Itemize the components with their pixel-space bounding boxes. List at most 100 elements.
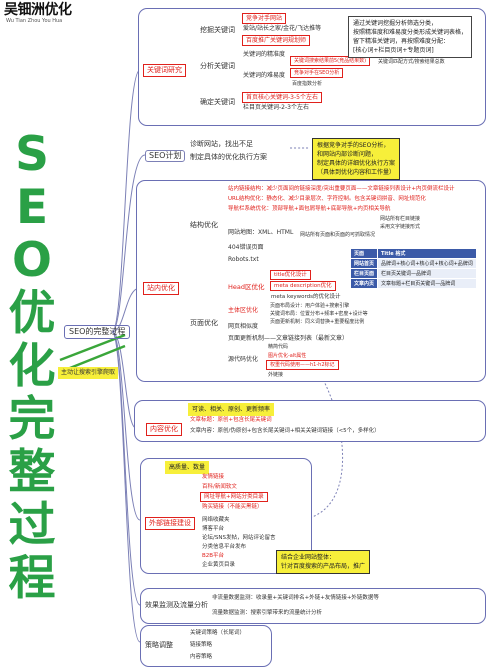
- title-format-table: 页面 Title 格式 网站首页 品牌词+核心词+核心词+核心词+品牌词 栏目页…: [349, 248, 477, 289]
- table-cell: 网站首页: [349, 258, 379, 269]
- ext-item-5: 网络收藏夹: [202, 517, 230, 523]
- table-cell: 文章标题+栏目页关键词—品牌词: [377, 278, 477, 289]
- ext-item-8: 分类信息平台发布: [202, 544, 247, 550]
- table-header: Title 格式: [377, 248, 477, 259]
- analysis-item-1: 非流量数据监测：收录量+关键词排名+外链+友情链接+外链数据等: [212, 595, 379, 601]
- seo-plan-item-1: 诊断网站，找出不足: [190, 140, 253, 148]
- ext-item-6: 博客平台: [202, 526, 225, 532]
- content-tag: 可读、相关、原创、更新频率: [188, 403, 275, 416]
- title-char: 完: [8, 392, 56, 447]
- structure-item-4: 网站地图：XML、HTML: [228, 229, 294, 236]
- note-line: 按照精准度和难易度分类形成关键词表格，: [353, 29, 468, 36]
- note-line: [核心词+栏目页词+专题页词]: [353, 47, 434, 54]
- structure-item-6: Robots.txt: [228, 256, 259, 263]
- kw-decide-item-2: 栏目页关键词-2-3个左右: [243, 104, 309, 111]
- brand-logo: 吴钿洲优化 Wu Tian Zhou You Hua: [4, 3, 96, 25]
- note-line: 和网站内部诊断问题，: [317, 151, 378, 158]
- title-char: 程: [8, 551, 56, 606]
- note-line: 根据竞争对手的SEO分析，: [317, 142, 390, 149]
- title-char: O: [12, 233, 52, 288]
- source-item-3: 权重代码使用——h1-h2标记: [266, 360, 339, 370]
- other-item-2: 页面更新机制——文章链接列表（最新文章）: [228, 335, 349, 342]
- source-item-2: 图片优化-alt属性: [268, 353, 307, 359]
- ext-item-10: 企业黄页目录: [202, 562, 236, 568]
- structure-item-1: 站内链接结构：减少页面间的链接深度/突出重要页面——文章链接列表设计+内页倒流栏…: [228, 186, 455, 192]
- page-title: S E O 优 化 完 整 过 程: [8, 128, 56, 605]
- logo-subtitle: Wu Tian Zhou You Hua: [6, 18, 63, 24]
- strategy-item-3: 内容策略: [190, 654, 213, 660]
- analysis-label: 效果监测及流量分析: [145, 601, 208, 609]
- head-item-3: meta keywords的优化设计: [271, 294, 341, 300]
- note-line: （具体到优化内容和工作量）: [317, 169, 396, 176]
- strategy-item-1: 关键词策略（长尾词）: [190, 630, 246, 636]
- note-line: 通过关键词挖掘分析筛选分类，: [353, 20, 438, 27]
- title-char: E: [15, 180, 49, 235]
- kw-dig-item-2: 爱站/站长之家/金花/飞达推等: [243, 25, 322, 32]
- analysis-item-2: 流量数据监测：搜索引擎带来的流量统计分析: [212, 610, 323, 616]
- content-item-2: 文章内容：原创/伪原创+包含长尾关键词+相关关键词链接（<5个，多样化）: [190, 428, 380, 434]
- head-item-1: title优化设计: [270, 270, 311, 280]
- sitemap-hint: 网站所有页面和页面的可抓取情况: [300, 232, 376, 238]
- external-note: 结合企业网站整体： 针对百度搜索的产品布局，推广: [276, 550, 371, 574]
- engine-hint: 主动让搜索引擎爬取: [58, 367, 119, 379]
- body-item-3: 页面更新机制：同义词替换+重要程度比例: [270, 319, 365, 325]
- kw-dig-item-1: 竞争对手网站: [242, 13, 287, 24]
- table-cell: 品牌词+核心词+核心词+核心词+品牌词: [377, 258, 477, 269]
- external-label: 外部链接建设: [145, 517, 195, 530]
- seo-plan-note: 根据竞争对手的SEO分析， 和网站内部诊断问题， 制定具体的详细优化执行方案 （…: [312, 138, 401, 180]
- kw-research-note: 通过关键词挖掘分析筛选分类， 按照精准度和难易度分类形成关键词表格， 留下精准关…: [348, 16, 473, 58]
- table-row: 文章内页 文章标题+栏目页关键词—品牌词: [349, 278, 477, 289]
- source-item-4: 外链接: [268, 372, 284, 378]
- head-label: Head区优化: [228, 283, 265, 291]
- kw-analyze-hint-d: 百度指数分析: [292, 81, 323, 87]
- external-tag: 高质量、数量: [165, 461, 210, 474]
- nav-hint-a: 网站所有栏目链接: [380, 216, 421, 222]
- analysis-section: [140, 588, 486, 624]
- table-row: 栏目页面 栏目页关键词—品牌词: [349, 268, 477, 279]
- structure-item-3: 导航栏系统优化：顶部导航+面包屑导航+底部导航+内页相关导航: [228, 206, 391, 212]
- kw-decide-item-1: 首页核心关键词-3-5个左右: [242, 92, 322, 103]
- source-item-1: 精简代码: [268, 344, 289, 350]
- logo-title: 吴钿洲优化: [4, 2, 72, 18]
- head-item-2: meta description优化: [270, 281, 336, 291]
- kw-analyze-hint-c: 竞争对手在SEO分析: [290, 68, 344, 78]
- body-item-1: 页面布局设计：用户体验+搜索引擎: [270, 303, 350, 309]
- note-line: 留下精准关键词，再按照难度分配：: [353, 38, 450, 45]
- root-node: SEO的完整过程: [64, 325, 131, 339]
- kw-branch-decide: 确定关键词: [200, 98, 235, 106]
- ext-item-1: 友情链接: [202, 474, 225, 480]
- table-header-row: 页面 Title 格式: [349, 248, 477, 259]
- keyword-research-label: 关键词研究: [143, 64, 186, 77]
- engine-hint-label: 主动让搜索引擎爬取: [61, 369, 116, 376]
- seo-plan-label: SEO计划: [145, 150, 186, 162]
- table-row: 网站首页 品牌词+核心词+核心词+核心词+品牌词: [349, 258, 477, 269]
- table-cell: 栏目页面: [349, 268, 379, 279]
- other-item-1: 网页相似度: [228, 323, 259, 330]
- kw-analyze-item-2: 关键词的难易度: [243, 72, 286, 79]
- kw-analyze-hint-b: 关键词匹配方式/搜索结果总数: [378, 59, 445, 65]
- kw-branch-analyze: 分析关键词: [200, 62, 235, 70]
- note-line: 针对百度搜索的产品布局，推广: [281, 563, 366, 570]
- content-label: 内容优化: [146, 423, 182, 436]
- table-header: 页面: [349, 248, 379, 259]
- kw-branch-dig: 挖掘关键词: [200, 26, 235, 34]
- structure-label: 结构优化: [190, 221, 218, 229]
- title-char: 化: [8, 339, 56, 394]
- source-label: 源代码优化: [228, 356, 259, 363]
- ext-item-7: 论坛/SNS发帖，网站评论留言: [202, 535, 276, 541]
- title-char: 过: [8, 498, 56, 553]
- onsite-label: 站内优化: [143, 282, 179, 295]
- note-line: 制定具体的详细优化执行方案: [317, 160, 396, 167]
- ext-item-9: B2B平台: [202, 553, 225, 559]
- ext-item-2: 百科/新闻软文: [202, 484, 237, 490]
- external-section: [140, 458, 312, 574]
- nav-hint-b: 采用文字链接形式: [380, 224, 421, 230]
- strategy-section: [140, 625, 272, 667]
- content-item-1: 文章标题：原创+包含长尾关键词: [190, 417, 272, 423]
- root-label: SEO的完整过程: [69, 327, 126, 336]
- title-char: 整: [8, 445, 56, 500]
- ext-item-3: 网址导航+网站分类目录: [200, 492, 268, 502]
- strategy-label: 策略调整: [145, 641, 173, 649]
- ext-item-4: 购买链接（不能买黑链）: [202, 504, 263, 510]
- seo-plan-item-2: 制定具体的优化执行方案: [190, 153, 267, 161]
